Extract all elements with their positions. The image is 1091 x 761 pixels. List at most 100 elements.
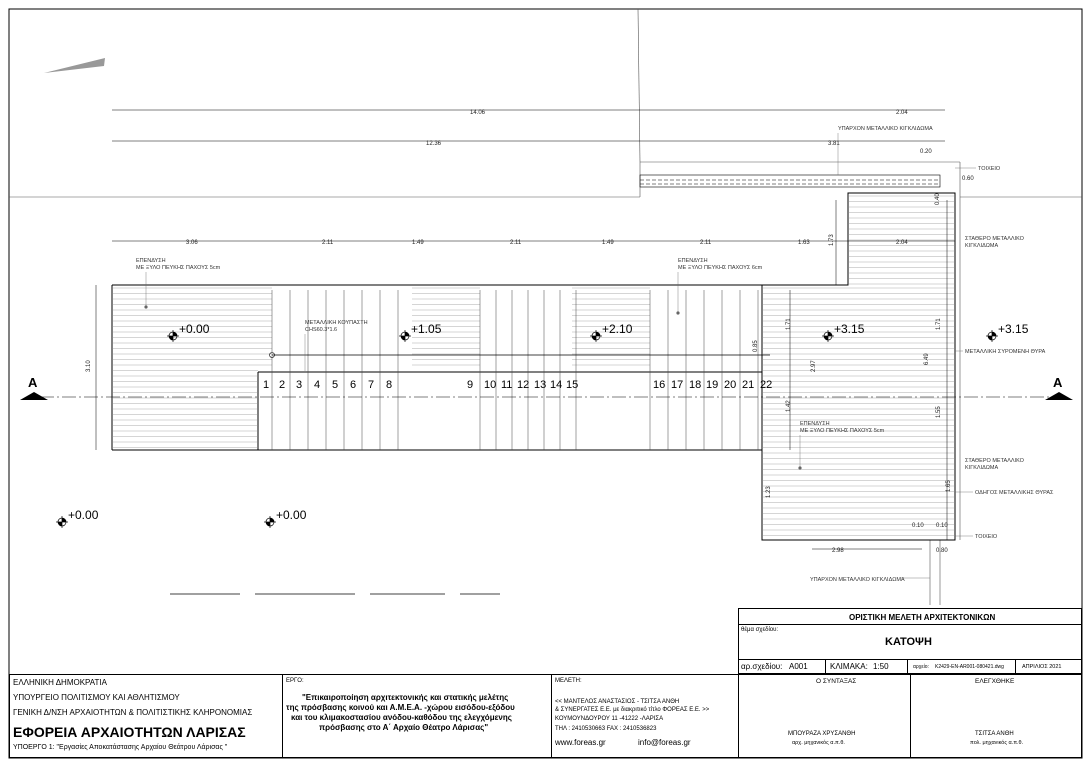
dim-vert-7: 1.42 <box>786 400 792 412</box>
step-number: 20 <box>724 379 736 391</box>
svg-text:ΥΠΑΡΧΟΝ ΜΕΤΑΛΛΙΚΟ ΚΙΓΚΛΙΔΩΜΑ: ΥΠΑΡΧΟΝ ΜΕΤΑΛΛΙΚΟ ΚΙΓΚΛΙΔΩΜΑ <box>838 126 933 132</box>
author-role: αρχ. μηχανικός α.π.θ. <box>792 740 845 746</box>
step-number: 2 <box>279 379 285 391</box>
level-marker: +0.00 <box>264 508 307 528</box>
email-link[interactable]: info@foreas.gr <box>638 738 691 747</box>
step-number: 16 <box>653 379 665 391</box>
step-number: 22 <box>760 379 772 391</box>
dim-vert-11: 0.85 <box>753 340 759 352</box>
step-number: 13 <box>534 379 546 391</box>
sheet-label: αρ.σχεδίου: <box>741 662 783 671</box>
step-number: 18 <box>689 379 701 391</box>
svg-text:ΜΕ ΞΥΛΟ ΠΕΥΚΗΣ ΠΑΧΟΥΣ 6cm: ΜΕ ΞΥΛΟ ΠΕΥΚΗΣ ΠΑΧΟΥΣ 6cm <box>678 265 763 271</box>
dim-bottom-2: 0.80 <box>936 548 948 554</box>
step-number: 10 <box>484 379 496 391</box>
dim-seg-3: 1.49 <box>412 240 424 246</box>
dim-seg-7: 1.63 <box>798 240 810 246</box>
author-name: ΜΠΟΥΡΑΖΑ ΧΡΥΣΑΝΘΗ <box>788 731 856 737</box>
svg-text:ΤΟΙΧΕΙΟ: ΤΟΙΧΕΙΟ <box>978 166 1001 172</box>
website-link[interactable]: www.foreas.gr <box>555 738 606 747</box>
checker-role: πολ. μηχανικός α.π.θ. <box>970 740 1024 746</box>
dim-vert-9: 2.97 <box>811 360 817 372</box>
section-marker-right: A <box>1045 375 1073 400</box>
dim-vert-4: 1.71 <box>936 318 942 330</box>
stair-treads <box>271 290 759 450</box>
dim-seg-8: 2.04 <box>896 240 908 246</box>
dim-total-top: 14.06 <box>470 110 486 116</box>
svg-text:ΕΠΕΝΔΥΣΗ: ΕΠΕΝΔΥΣΗ <box>136 258 166 264</box>
step-number: 4 <box>314 379 320 391</box>
file-label: αρχείο: <box>913 664 929 670</box>
dim-seg-4: 2.11 <box>510 240 522 246</box>
study-line-2: & ΣΥΝΕΡΓΑΤΕΣ Ε.Ε. με διακριτικό τίτλο ΦΟ… <box>555 707 710 713</box>
project-line-2: της πρόσβασης κοινού και Α.Μ.Ε.Α. -χώρου… <box>286 703 515 712</box>
study-line-1: << ΜΑΝΤΕΛΟΣ ΑΝΑΣΤΑΣΙΟΣ - ΤΣΙΤΣΑ ΑΝΘΗ <box>555 699 680 705</box>
existing-fence-top <box>639 174 941 188</box>
level-marker: +0.00 <box>167 322 210 342</box>
svg-text:ΟΔΗΓΟΣ ΜΕΤΑΛΛΙΚΗΣ ΘΥΡΑΣ: ΟΔΗΓΟΣ ΜΕΤΑΛΛΙΚΗΣ ΘΥΡΑΣ <box>975 490 1054 496</box>
drawing-theme: ΚΑΤΟΨΗ <box>885 636 932 648</box>
project-line-4: πρόσβασης στο Α΄ Αρχαίο Θέατρο Λάρισας" <box>319 723 489 732</box>
svg-text:CHS60.3*1.6: CHS60.3*1.6 <box>305 327 337 333</box>
dim-small-2: 0.60 <box>962 176 974 182</box>
study-type: ΟΡΙΣΤΙΚΗ ΜΕΛΕΤΗ ΑΡΧΙΤΕΚΤΟΝΙΚΩΝ <box>849 613 996 622</box>
dim-small-1: 0.20 <box>920 149 932 155</box>
svg-text:ΜΕ ΞΥΛΟ ΠΕΥΚΗΣ ΠΑΧΟΥΣ 5cm: ΜΕ ΞΥΛΟ ΠΕΥΚΗΣ ΠΑΧΟΥΣ 5cm <box>136 265 221 271</box>
dim-seg-5: 1.49 <box>602 240 614 246</box>
step-number: 5 <box>332 379 338 391</box>
dim-bottom-4: 0.10 <box>936 523 948 529</box>
file-name: K2429-EN-AR001-080421.dwg <box>935 664 1004 670</box>
rail-end <box>269 352 275 358</box>
step-number: 3 <box>296 379 302 391</box>
svg-text:ΜΕΤΑΛΛΙΚΗ ΚΟΥΠΑΣΤΗ: ΜΕΤΑΛΛΙΚΗ ΚΟΥΠΑΣΤΗ <box>305 320 368 326</box>
theme-label: θέμα σχεδίου: <box>741 627 779 633</box>
level-marker: +1.05 <box>399 322 442 342</box>
dim-vert-8: 1.65 <box>946 480 952 492</box>
svg-text:ΣΤΑΘΕΡΟ ΜΕΤΑΛΛΙΚΟ: ΣΤΑΘΕΡΟ ΜΕΤΑΛΛΙΚΟ <box>965 458 1025 464</box>
org-line-3: ΓΕΝΙΚΗ Δ/ΝΣΗ ΑΡΧΑΙΟΤΗΤΩΝ & ΠΟΛΙΤΙΣΤΙΚΗΣ … <box>13 708 253 717</box>
svg-text:ΕΠΕΝΔΥΣΗ: ΕΠΕΝΔΥΣΗ <box>678 258 708 264</box>
dim-seg-6: 2.11 <box>700 240 712 246</box>
site-boundary <box>9 8 1082 605</box>
level-value: +3.15 <box>998 322 1029 336</box>
title-block-bottom: ΕΛΛΗΝΙΚΗ ΔΗΜΟΚΡΑΤΙΑ ΥΠΟΥΡΓΕΙΟ ΠΟΛΙΤΙΣΜΟΥ… <box>9 674 1082 758</box>
step-number: 12 <box>517 379 529 391</box>
dim-vert-2: 1.73 <box>829 234 835 246</box>
step-number: 19 <box>706 379 718 391</box>
dim-bottom-3: 0.10 <box>912 523 924 529</box>
study-line-4: ΤΗΛ : 2410530663 FAX : 2410536823 <box>555 726 657 732</box>
level-value: +0.00 <box>179 322 210 336</box>
level-marker: +3.15 <box>822 322 865 342</box>
project-line-1: "Επικαιροποίηση αρχιτεκτονικής και στατι… <box>302 693 509 702</box>
title-block-right-top: ΟΡΙΣΤΙΚΗ ΜΕΛΕΤΗ ΑΡΧΙΤΕΚΤΟΝΙΚΩΝ θέμα σχεδ… <box>738 608 1082 674</box>
dim-top-right: 2.04 <box>896 110 908 116</box>
level-value: +3.15 <box>834 322 865 336</box>
level-value: +2.10 <box>602 322 633 336</box>
svg-text:ΕΠΕΝΔΥΣΗ: ΕΠΕΝΔΥΣΗ <box>800 421 830 427</box>
north-arrow-icon <box>44 58 105 73</box>
dim-vert-12: 0.40 <box>935 193 941 205</box>
drawing-date: ΑΠΡΙΛΙΟΣ 2021 <box>1022 664 1062 670</box>
step-number: 14 <box>550 379 562 391</box>
project-line-3: και του κλιμακοστασίου ανόδου-καθόδου τη… <box>291 713 512 722</box>
dimension-lines <box>95 109 955 550</box>
level-marker: +2.10 <box>590 322 633 342</box>
dim-bottom-1: 2.98 <box>832 548 844 554</box>
dim-vert-5: 6.49 <box>924 353 930 365</box>
level-markers: +0.00+1.05+2.10+3.15+3.15+0.00+0.00 <box>56 322 1029 528</box>
dim-second: 12.36 <box>426 141 442 147</box>
dim-vert-6: 1.55 <box>936 406 942 418</box>
org-line-1: ΕΛΛΗΝΙΚΗ ΔΗΜΟΚΡΑΤΙΑ <box>13 678 107 687</box>
page-border <box>8 8 1083 759</box>
level-value: +0.00 <box>276 508 307 522</box>
svg-text:ΚΙΓΚΛΙΔΩΜΑ: ΚΙΓΚΛΙΔΩΜΑ <box>965 243 998 249</box>
dim-vert-1: 3.10 <box>86 360 92 372</box>
sheet-number: A001 <box>789 662 808 671</box>
checker-name: ΤΣΙΤΣΑ ΑΝΘΗ <box>975 731 1014 737</box>
step-number: 8 <box>386 379 392 391</box>
checker-label: ΕΛΕΓΧΘΗΚΕ <box>975 678 1015 685</box>
level-value: +1.05 <box>411 322 442 336</box>
step-number: 15 <box>566 379 578 391</box>
